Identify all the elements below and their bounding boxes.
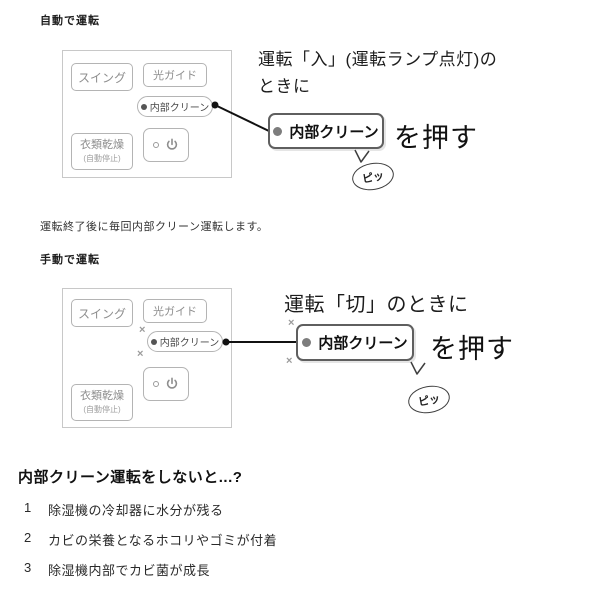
spark-icon: × bbox=[139, 324, 146, 336]
condition-text-auto-line1: 運転「入」(運転ランプ点灯)の bbox=[258, 50, 498, 69]
condition-text-auto-line2: ときに bbox=[258, 77, 311, 96]
list-item: 3 除湿機内部でカビ菌が成長 bbox=[24, 560, 584, 578]
control-panel-auto: スイング 光ガイド 内部クリーン 衣類乾燥 (自動停止) bbox=[62, 50, 232, 178]
internal-clean-callout-manual: 内部クリーン bbox=[296, 324, 414, 361]
press-instruction-auto: を押す bbox=[394, 123, 478, 153]
list-item-number: 3 bbox=[24, 560, 32, 575]
power-lamp-icon bbox=[152, 381, 159, 387]
callout-connector-manual bbox=[218, 333, 300, 351]
auto-note: 運転終了後に毎回内部クリーン運転します。 bbox=[40, 221, 269, 233]
spark-icon: × bbox=[286, 355, 293, 367]
beep-tail-icon bbox=[352, 149, 374, 164]
swing-button-label: スイング bbox=[77, 70, 126, 85]
section-auto-heading: 自動で運転 bbox=[40, 15, 100, 27]
lamp-dot-icon bbox=[302, 338, 312, 347]
clothes-dry-button: 衣類乾燥 (自動停止) bbox=[71, 133, 133, 170]
internal-clean-callout-label: 内部クリーン bbox=[289, 123, 379, 141]
condition-text-manual: 運転「切」のときに bbox=[284, 294, 469, 316]
list-item-text: カビの栄養となるホコリやゴミが付着 bbox=[48, 533, 278, 548]
callout-connector-auto bbox=[205, 98, 277, 140]
clothes-dry-button: 衣類乾燥 (自動停止) bbox=[71, 384, 133, 421]
clothes-dry-sub-label: (自動停止) bbox=[83, 153, 121, 163]
list-item-number: 1 bbox=[24, 500, 32, 515]
list-item-text: 除湿機内部でカビ菌が成長 bbox=[48, 563, 211, 578]
spark-icon: × bbox=[137, 348, 144, 360]
clothes-dry-sub-label: (自動停止) bbox=[83, 404, 121, 414]
lamp-dot-icon bbox=[273, 126, 283, 136]
lamp-dot-icon bbox=[140, 103, 147, 110]
internal-clean-button: 内部クリーン bbox=[147, 331, 223, 352]
light-guide-button-label: 光ガイド bbox=[153, 70, 197, 82]
beep-label: ピッ bbox=[417, 392, 442, 409]
list-item-number: 2 bbox=[24, 530, 32, 545]
press-instruction-manual: を押す bbox=[430, 334, 514, 364]
list-item: 1 除湿機の冷却器に水分が残る bbox=[24, 500, 584, 518]
list-item-text: 除湿機の冷却器に水分が残る bbox=[48, 503, 224, 518]
power-button bbox=[143, 367, 189, 401]
light-guide-button: 光ガイド bbox=[143, 63, 207, 87]
internal-clean-callout-label: 内部クリーン bbox=[318, 335, 408, 352]
swing-button: スイング bbox=[71, 63, 133, 91]
section-manual-heading: 手動で運転 bbox=[40, 254, 100, 266]
lamp-dot-icon bbox=[150, 338, 157, 345]
swing-button-label: スイング bbox=[77, 306, 126, 321]
swing-button: スイング bbox=[71, 299, 133, 327]
footer-heading: 内部クリーン運転をしないと...? bbox=[18, 469, 243, 486]
beep-bubble-auto: ピッ bbox=[349, 159, 397, 194]
light-guide-button: 光ガイド bbox=[143, 299, 207, 323]
internal-clean-callout-auto: 内部クリーン bbox=[268, 113, 384, 149]
beep-bubble-manual: ピッ bbox=[405, 382, 453, 417]
control-panel-manual: スイング 光ガイド × × 内部クリーン 衣類乾燥 (自動停止) bbox=[62, 288, 232, 428]
spark-icon: × bbox=[288, 317, 295, 329]
internal-clean-button-label: 内部クリーン bbox=[149, 103, 210, 114]
beep-label: ピッ bbox=[361, 169, 386, 186]
clothes-dry-button-label: 衣類乾燥 bbox=[80, 389, 124, 402]
clothes-dry-button-label: 衣類乾燥 bbox=[80, 138, 124, 151]
power-icon bbox=[164, 376, 180, 392]
condition-text-auto: 運転「入」(運転ランプ点灯)の ときに bbox=[258, 46, 497, 100]
power-button bbox=[143, 128, 189, 162]
power-lamp-icon bbox=[152, 142, 159, 148]
light-guide-button-label: 光ガイド bbox=[153, 306, 197, 318]
beep-tail-icon bbox=[408, 361, 430, 376]
internal-clean-button-label: 内部クリーン bbox=[159, 338, 220, 349]
list-item: 2 カビの栄養となるホコリやゴミが付着 bbox=[24, 530, 584, 548]
power-icon bbox=[164, 137, 180, 153]
internal-clean-button: 内部クリーン bbox=[137, 96, 213, 117]
